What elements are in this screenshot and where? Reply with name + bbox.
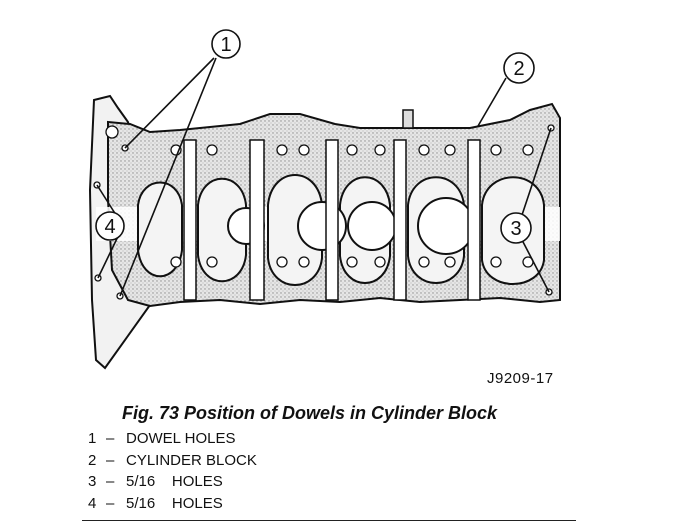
svg-text:2: 2: [513, 58, 524, 80]
block-top-boss: [402, 109, 414, 129]
figure-caption: Fig. 73 Position of Dowels in Cylinder B…: [122, 403, 498, 423]
legend-item: 3 – 5/16 HOLES: [88, 473, 223, 490]
block-webs: [183, 139, 481, 301]
bolt-holes: [93, 124, 555, 300]
legend-item: 1 – DOWEL HOLES: [88, 430, 236, 447]
legend-item: 4 – 5/16 HOLES: [88, 494, 223, 512]
bottom-rule: [82, 520, 576, 521]
callout-4: 4: [95, 211, 125, 241]
svg-text:1: 1: [220, 34, 231, 56]
cylinder-block-illustration: 1 2 3 4: [88, 29, 561, 370]
svg-text:3: 3: [510, 218, 521, 240]
svg-text:4: 4: [104, 216, 115, 238]
figure-code: J9209-17: [487, 370, 554, 387]
callout-2: 2: [503, 52, 535, 84]
legend-item: 2 – CYLINDER BLOCK: [88, 451, 257, 469]
legend-list: 1 – DOWEL HOLES 2 – CYLINDER BLOCK 3 – 5…: [88, 430, 257, 516]
callout-3: 3: [500, 212, 532, 244]
callout-1: 1: [211, 29, 241, 59]
